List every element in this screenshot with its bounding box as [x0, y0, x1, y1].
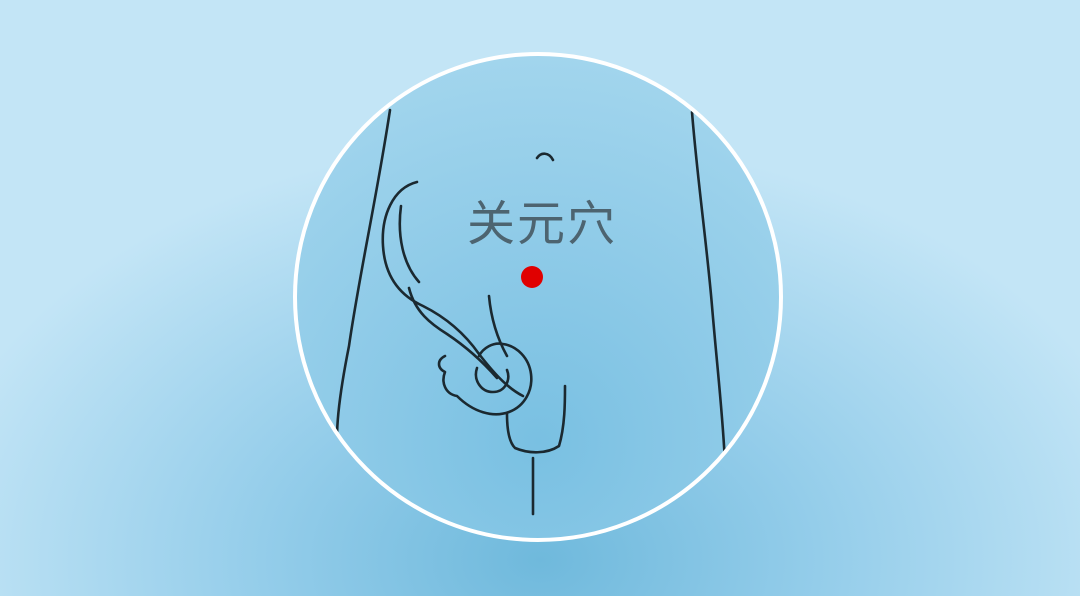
body-outline-icon [335, 108, 727, 516]
groin-line [505, 384, 567, 454]
acupoint-marker [521, 266, 543, 288]
acupoint-label: 关元穴 [467, 196, 618, 252]
left-hand-line [381, 180, 525, 398]
inner-thigh-line [487, 294, 509, 358]
navel-line [535, 152, 555, 162]
right-torso-line [690, 110, 727, 466]
finger-inner-line [474, 366, 510, 394]
left-forearm-line [407, 286, 499, 380]
left-hand-inner [398, 204, 421, 284]
left-torso-line [335, 108, 392, 440]
fingers-line [437, 342, 533, 416]
focus-circle: 关元穴 [293, 52, 783, 542]
